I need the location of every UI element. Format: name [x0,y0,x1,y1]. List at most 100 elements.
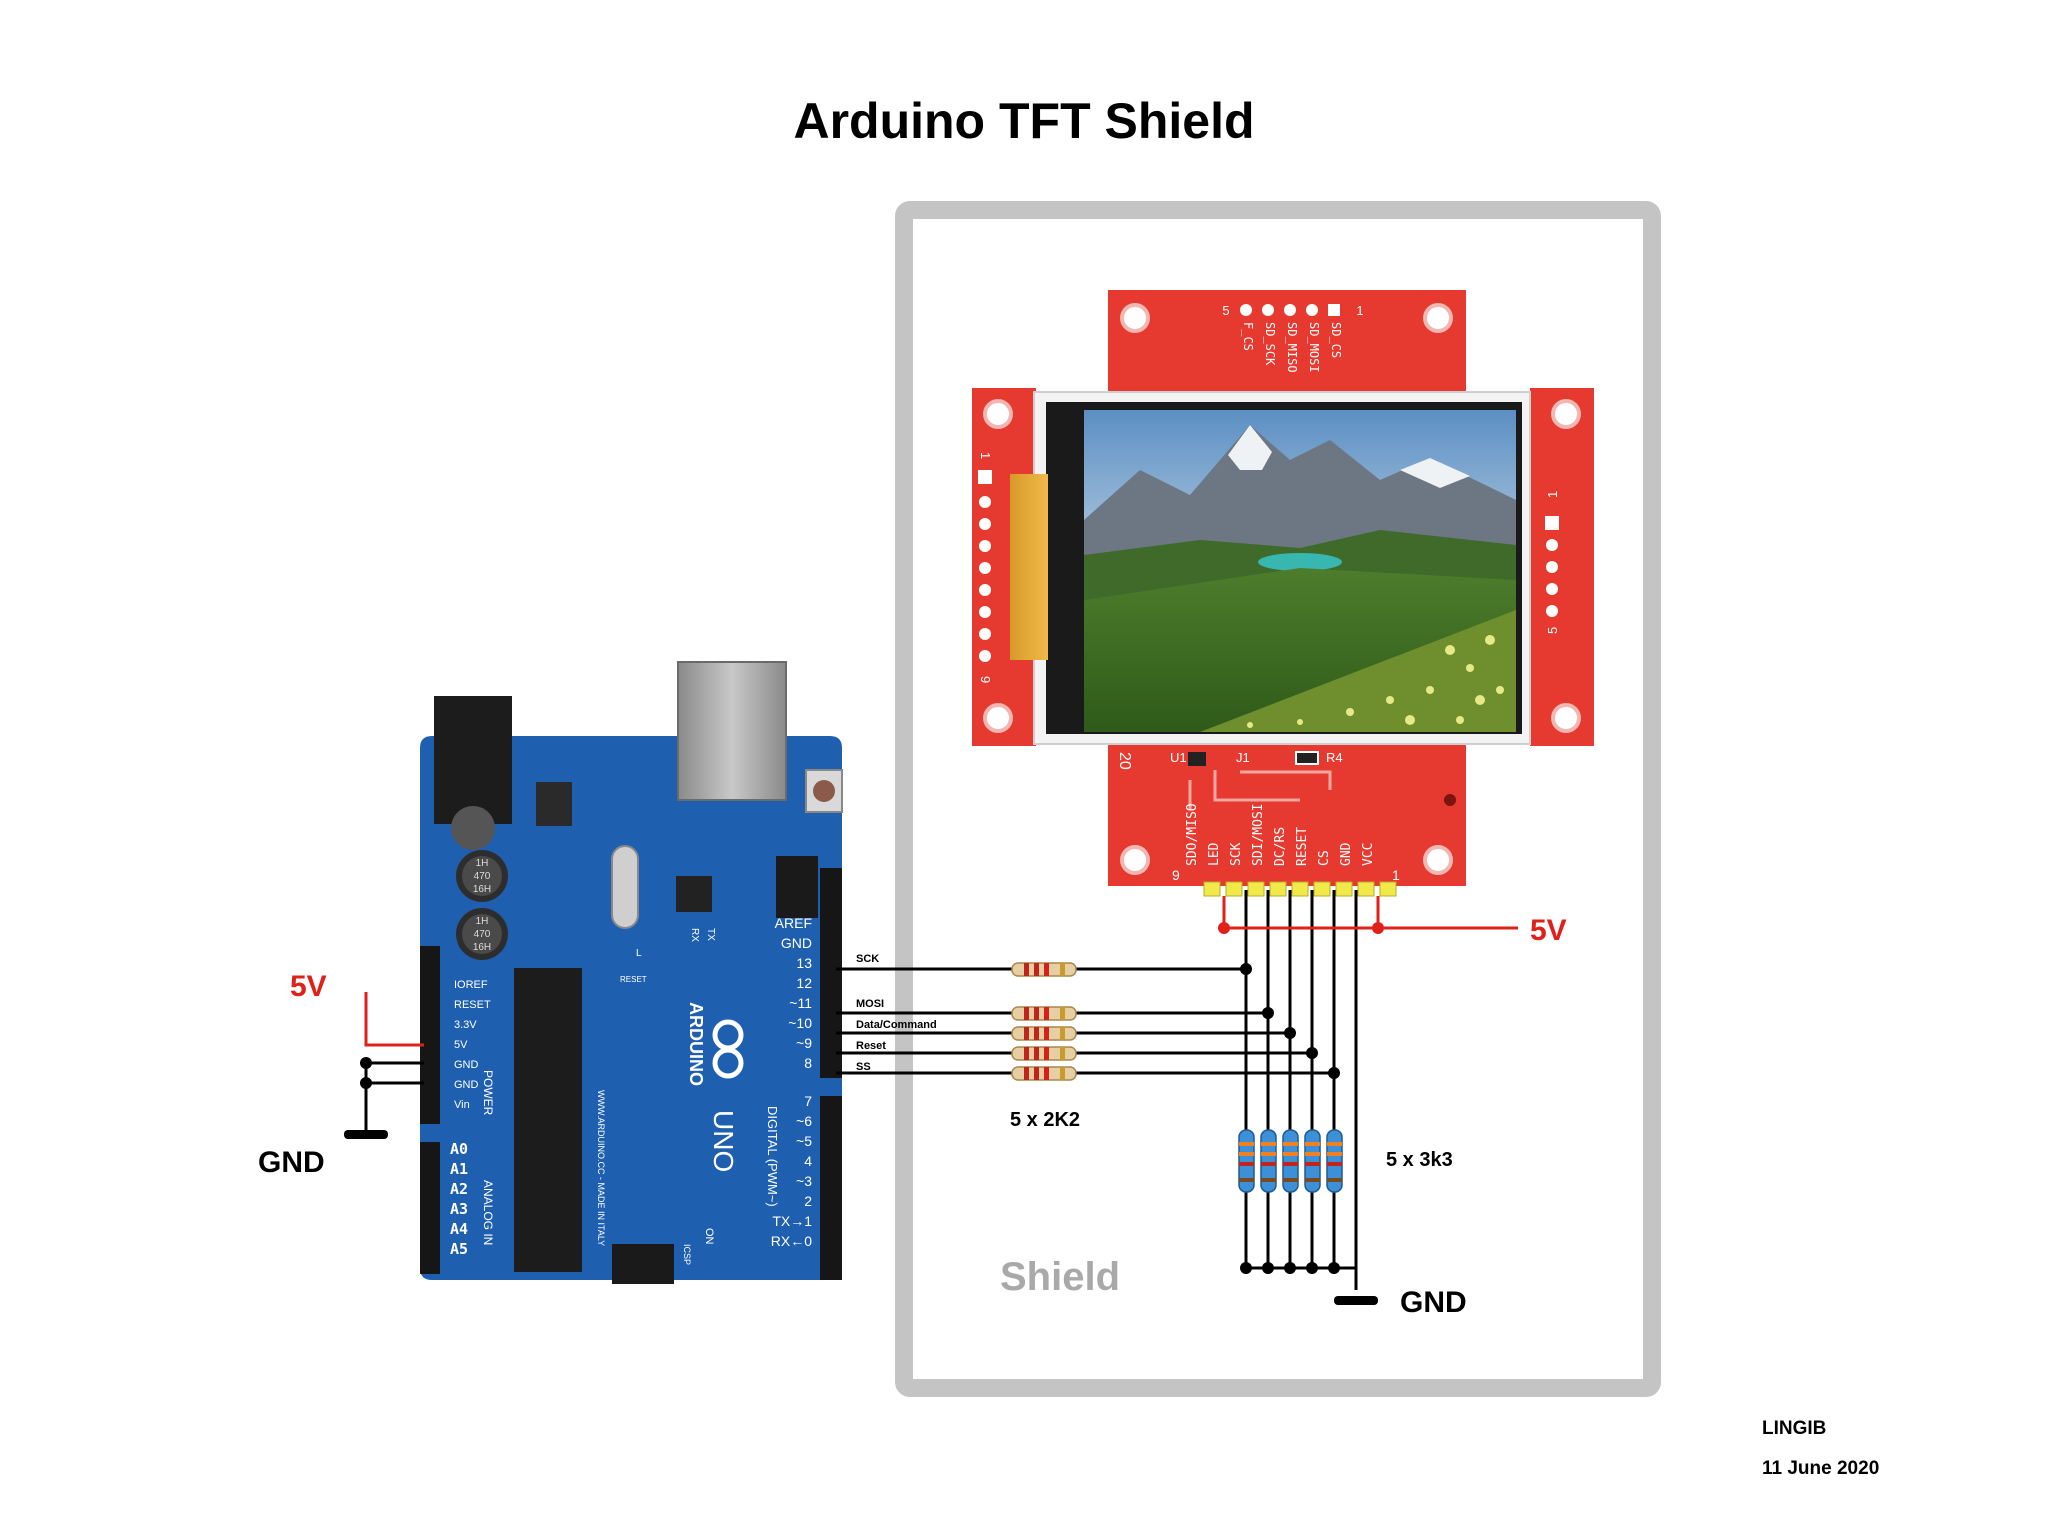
analog-pin-label: A1 [450,1160,468,1178]
svg-text:16H: 16H [473,884,491,895]
digital-pin-label: ~6 [796,1113,812,1129]
power-section-label: POWER [481,1070,495,1116]
resistor-2k2 [1011,1026,1077,1041]
signal-label-sck: SCK [856,953,879,965]
pcb-traces [1188,770,1332,810]
junction-dot [360,1077,372,1089]
signal-label-data-command: Data/Command [856,1019,937,1031]
left-pad-num-1: 1 [978,452,993,459]
tft-pin-num-9: 9 [1172,867,1180,883]
mount-hole [1120,845,1150,875]
tft-pin-label-sdo-miso: SDO/MISO [1185,803,1200,866]
analog-pin-label: A5 [450,1240,468,1258]
junction-dot [1218,922,1230,934]
tft-pin-num-1: 1 [1392,867,1400,883]
mount-hole [1551,399,1581,429]
digital-pin-label: ~5 [796,1133,812,1149]
svg-text:1H: 1H [476,916,489,927]
tft-module: 5 1 SD_CS SD_MOSI SD_MISO SD_SCK F_CS 1 … [972,290,1594,897]
capacitor: 1H 470 16H [456,908,508,960]
series-resistors [1011,962,1077,1081]
tft-header-pins [1203,881,1397,897]
usb-chip [676,876,712,912]
svg-text:16H: 16H [473,942,491,953]
digital-header-bottom [820,1096,842,1280]
tft-pin-label-sck: SCK [1229,842,1244,866]
digital-pin-label: 12 [796,975,812,991]
digital-pin-label: AREF [775,915,812,931]
tft-pin-label-vcc: VCC [1361,843,1376,866]
right-side-pads [1545,516,1559,617]
rx-led-label: RX [689,928,700,942]
power-pin-label: 5V [454,1039,468,1051]
digital-pin-label: ~11 [789,995,812,1011]
left-ground-symbol [344,1130,388,1139]
sd-pin-label: SD_MOSI [1307,322,1321,373]
svg-text:470: 470 [474,929,491,940]
signal-label-ss: SS [856,1061,871,1073]
power-pin-label: IOREF [454,979,488,991]
part-label-u1: U1 [1170,750,1187,765]
mount-hole [983,399,1013,429]
analog-pin-label: A3 [450,1200,468,1218]
digital-pin-label: 4 [804,1153,812,1169]
arduino-uno-board: 1H 470 16H 1H 470 16H ARDUINO UNO WWW.AR… [420,661,843,1284]
power-header [420,946,440,1124]
part-label-j1: J1 [1236,750,1250,765]
digital-pin-label: 7 [804,1093,812,1109]
left-gnd-wire [364,1061,424,1134]
svg-text:470: 470 [474,871,491,882]
tft-pcb-bottom [1108,740,1466,886]
signal-wires [836,890,1358,1290]
resistor-3k3 [1326,1129,1343,1193]
resistor-2k2 [1011,1066,1077,1081]
digital-header-top [820,868,842,1078]
right-pad-num-5: 5 [1545,627,1560,634]
digital-pin-label: TX→1 [772,1213,812,1229]
power-pin-label: GND [454,1079,479,1091]
model-label: UNO [708,1110,739,1172]
right-gnd-label: GND [1400,1286,1467,1319]
date-label: 11 June 2020 [1762,1458,1879,1479]
series-resistor-label: 5 x 2K2 [1010,1109,1080,1131]
digital-pin-label: RX←0 [771,1233,812,1249]
tft-pin-label-reset: RESET [1295,827,1310,866]
digital-pin-label: 2 [804,1193,812,1209]
mount-hole [1423,845,1453,875]
resistor-2k2 [1011,962,1077,977]
l-led-label: L [636,948,642,959]
digital-pin-label: 13 [796,955,812,971]
on-led-label: ON [703,1228,715,1245]
right-5v-label: 5V [1530,914,1567,947]
sd-pin-label: SD_MISO [1285,322,1299,373]
junction-dot [1372,922,1384,934]
resistor-3k3 [1238,1129,1255,1193]
power-pin-label: RESET [454,999,491,1011]
mount-hole [983,703,1013,733]
mount-hole [1120,303,1150,333]
junction-dot [360,1057,372,1069]
website-label: WWW.ARDUINO.CC - MADE IN ITALY [596,1090,606,1246]
tft-pcb-right [1530,388,1594,746]
tft-pin-label-led: LED [1207,842,1222,866]
resistor-2k2 [1011,1006,1077,1021]
left-5v-label: 5V [290,970,327,1003]
icsp-label: ICSP [682,1244,692,1265]
tft-pin-label-gnd: GND [1339,842,1354,866]
power-pin-label: Vin [454,1099,470,1111]
sd-pin-label: SD_CS [1329,322,1343,358]
page-title: Arduino TFT Shield [793,93,1254,149]
tft-flex-ribbon [1010,474,1048,660]
part-label-20: 20 [1116,752,1133,770]
author-label: LINGIB [1762,1418,1826,1439]
analog-pin-label: A4 [450,1220,468,1238]
r4-resistor [1295,751,1319,765]
analog-pin-label: A0 [450,1140,468,1158]
sd-header-pads [1240,304,1340,316]
pulldown-resistor-label: 5 x 3k3 [1386,1149,1453,1171]
analog-pin-label: A2 [450,1180,468,1198]
left-side-pads [978,470,992,662]
brand-label: ARDUINO [686,1002,706,1086]
tx-led-label: TX [705,928,716,941]
